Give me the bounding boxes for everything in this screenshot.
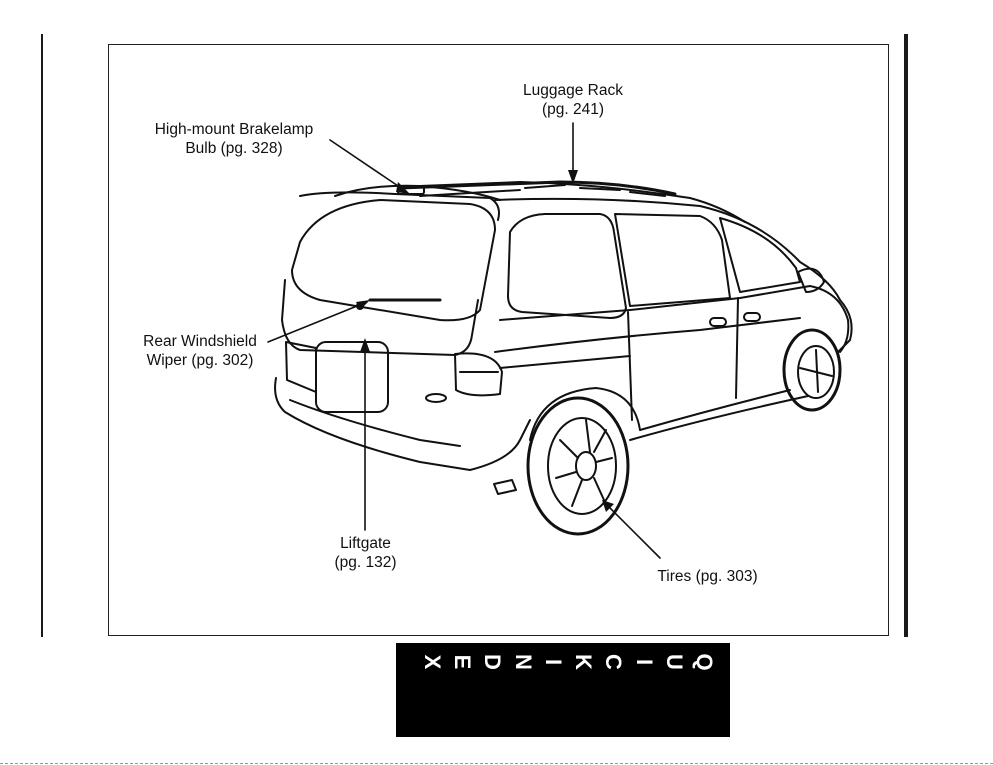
callout-brakelamp-line1: High-mount Brakelamp bbox=[128, 120, 340, 139]
van-side-molding bbox=[495, 318, 800, 352]
callout-liftgate: Liftgate (pg. 132) bbox=[318, 534, 413, 572]
quick-index-letter: X bbox=[419, 650, 445, 674]
callout-tires: Tires (pg. 303) bbox=[640, 567, 775, 586]
liftgate-panel bbox=[282, 280, 478, 355]
callout-brakelamp: High-mount Brakelamp Bulb (pg. 328) bbox=[128, 120, 340, 158]
quick-index-letter: E bbox=[449, 650, 475, 674]
callout-luggage-rack-line2: (pg. 241) bbox=[488, 100, 658, 119]
quick-index-letter: N bbox=[510, 650, 536, 674]
rear-wheel-hub bbox=[576, 452, 596, 480]
leader-brakelamp bbox=[330, 140, 404, 190]
tail-lamp-right bbox=[455, 353, 502, 395]
bottom-rule bbox=[0, 763, 993, 764]
van-rocker bbox=[630, 396, 808, 440]
quick-index-letter: U bbox=[661, 650, 687, 674]
quick-index-letter: I bbox=[631, 650, 657, 674]
callout-brakelamp-line2: Bulb (pg. 328) bbox=[128, 139, 340, 158]
quick-index-letter: K bbox=[570, 650, 596, 674]
rear-wheel-spokes bbox=[556, 420, 612, 506]
callout-rear-wiper: Rear Windshield Wiper (pg. 302) bbox=[120, 332, 280, 370]
rear-window bbox=[292, 200, 495, 320]
callout-tires-line1: Tires (pg. 303) bbox=[640, 567, 775, 586]
front-door-line bbox=[736, 298, 738, 398]
callout-luggage-rack: Luggage Rack (pg. 241) bbox=[488, 81, 658, 119]
van-side-window-rear bbox=[508, 214, 626, 318]
door-handle-rear bbox=[710, 318, 726, 326]
exhaust-pipe bbox=[494, 480, 516, 494]
callout-rear-wiper-line1: Rear Windshield bbox=[120, 332, 280, 351]
quick-index-letter: C bbox=[600, 650, 626, 674]
quick-index-letter: I bbox=[540, 650, 566, 674]
front-bumper bbox=[838, 300, 852, 352]
callout-liftgate-line1: Liftgate bbox=[318, 534, 413, 553]
leader-tires bbox=[606, 504, 660, 558]
callout-luggage-rack-line1: Luggage Rack bbox=[488, 81, 658, 100]
van-side-window-middle bbox=[615, 214, 730, 306]
quick-index-letter: Q bbox=[691, 650, 717, 674]
callout-rear-wiper-line2: Wiper (pg. 302) bbox=[120, 351, 280, 370]
door-handle-front bbox=[744, 313, 760, 321]
bumper-reflector bbox=[426, 394, 446, 402]
leader-arrowheads bbox=[356, 170, 614, 512]
quick-index-letter: D bbox=[479, 650, 505, 674]
callout-liftgate-line2: (pg. 132) bbox=[318, 553, 413, 572]
liftgate-top-edge bbox=[300, 192, 499, 220]
